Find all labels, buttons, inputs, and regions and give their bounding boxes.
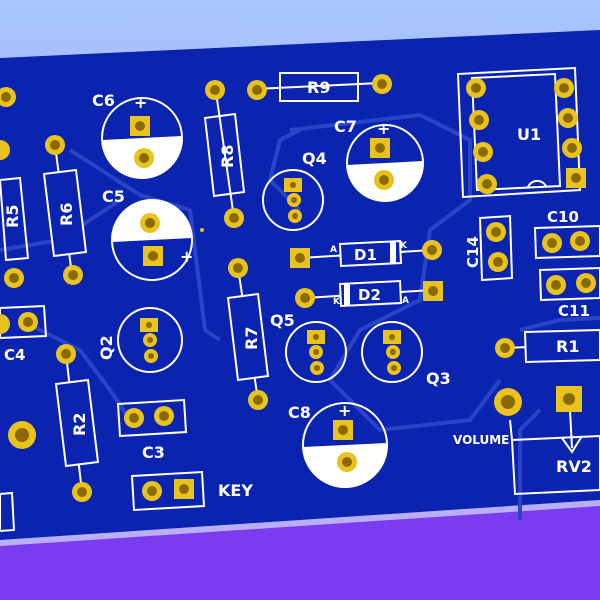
via [200, 228, 204, 232]
label-r9: R9 [307, 78, 330, 97]
label-q3: Q3 [426, 369, 451, 388]
transistor-q2 [117, 307, 183, 373]
label-r7: R7 [242, 327, 261, 350]
capacitor-c7: + [346, 119, 424, 202]
capacitor-c5: + [111, 199, 193, 281]
label-c8: C8 [288, 403, 311, 422]
connector-key [130, 470, 206, 512]
label-d2-cathode: K [333, 297, 341, 307]
connector-outline [0, 491, 16, 533]
capacitor-c14 [478, 214, 514, 282]
capacitor-c10 [533, 224, 600, 260]
label-volume: VOLUME [453, 433, 509, 447]
capacitor-c11 [538, 266, 600, 302]
transistor-q3 [361, 321, 423, 383]
transistor-q5 [285, 321, 347, 383]
resistor-r1 [495, 328, 600, 364]
label-r2: R2 [70, 413, 89, 436]
capacitor-c6: + [101, 93, 183, 179]
label-rv2: RV2 [556, 457, 592, 476]
label-u1: U1 [517, 125, 541, 144]
resistor-r9 [247, 72, 392, 102]
capacitor-c3 [116, 398, 188, 438]
diode-d2 [295, 279, 443, 308]
label-q4: Q4 [302, 149, 327, 168]
resistor-r6 [42, 135, 88, 285]
label-d2-anode: A [402, 296, 409, 306]
label-c5: C5 [102, 187, 125, 206]
floor-background [0, 500, 600, 600]
potentiometer-rv2 [494, 386, 600, 496]
label-c4: C4 [4, 346, 25, 364]
label-r1: R1 [556, 337, 579, 356]
svg-text:+: + [377, 119, 390, 138]
pad-hole [1, 92, 11, 102]
label-r6: R6 [57, 203, 76, 226]
diode-d1 [290, 239, 442, 268]
svg-text:+: + [180, 247, 193, 266]
label-c11: C11 [558, 302, 590, 320]
label-key: KEY [218, 481, 253, 500]
label-d1: D1 [354, 246, 377, 264]
label-c10: C10 [547, 208, 579, 226]
label-d1-anode: A [330, 245, 337, 255]
capacitor-c4 [0, 304, 48, 340]
ic-u1 [456, 66, 586, 199]
transistor-q4 [262, 169, 324, 231]
capacitor-c8: + [302, 401, 388, 488]
resistor-r8 [203, 80, 246, 228]
mounting-pad [8, 421, 36, 449]
label-d2: D2 [358, 286, 381, 304]
resistor-r5 [0, 176, 30, 288]
pad [0, 140, 10, 160]
resistor-r7 [226, 258, 270, 410]
label-c3: C3 [142, 443, 165, 462]
label-d1-cathode: K [400, 241, 408, 251]
label-c7: C7 [334, 117, 357, 136]
label-r8: R8 [218, 145, 237, 168]
pcb-board-edge [0, 500, 600, 546]
label-r5: R5 [3, 205, 22, 228]
label-c6: C6 [92, 91, 115, 110]
svg-text:+: + [134, 93, 147, 112]
resistor-r2 [54, 344, 100, 502]
label-c14: C14 [464, 236, 482, 268]
label-q2: Q2 [97, 335, 116, 360]
label-q5: Q5 [270, 311, 295, 330]
svg-text:+: + [338, 401, 351, 420]
